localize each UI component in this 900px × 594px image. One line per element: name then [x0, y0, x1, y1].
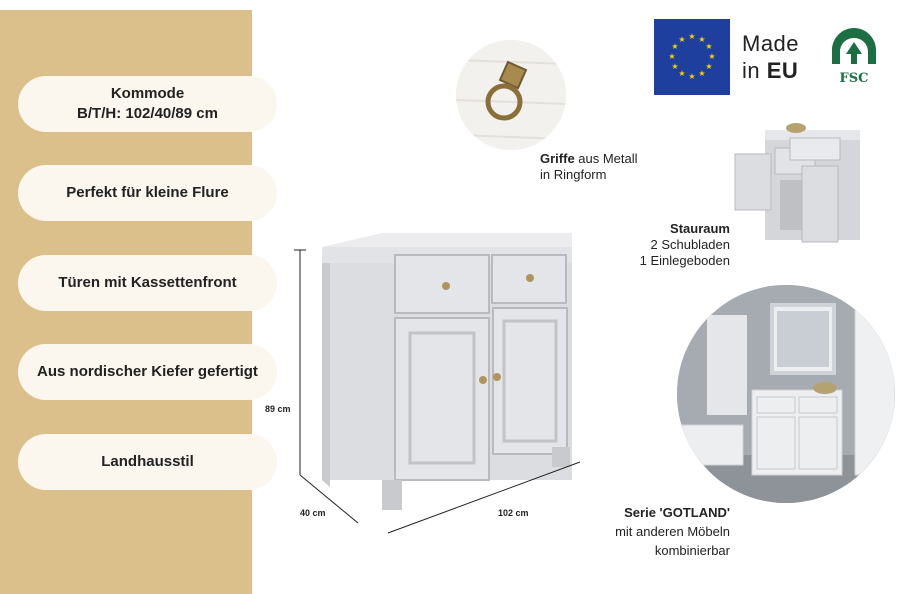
series-line-2: kombinierbar: [654, 543, 730, 558]
eu-text: EU: [766, 58, 799, 83]
depth-line: [299, 474, 359, 524]
svg-text:★: ★: [671, 62, 678, 71]
made-text: Made: [742, 31, 800, 56]
height-label: 89 cm: [265, 404, 291, 414]
svg-text:★: ★: [705, 62, 712, 71]
storage-caption: Stauraum 2 Schubladen 1 Einlegeboden: [600, 221, 730, 269]
feature-dimensions: B/T/H: 102/40/89 cm: [77, 105, 218, 122]
width-line: [387, 461, 581, 534]
feature-pill-style: Landhausstil: [18, 434, 277, 490]
svg-text:★: ★: [708, 52, 715, 61]
cabinet-side: [322, 263, 330, 487]
svg-text:★: ★: [671, 42, 678, 51]
series-caption: Serie 'GOTLAND' mit anderen Möbeln kombi…: [600, 503, 730, 560]
svg-text:★: ★: [688, 32, 695, 41]
storage-line-1: 2 Schubladen: [650, 237, 730, 252]
series-title: Serie 'GOTLAND': [624, 505, 730, 520]
drawer-knob-right: [526, 274, 534, 282]
feature-label: Perfekt für kleine Flure: [66, 184, 229, 201]
made-in-eu-label: Made in EU: [742, 30, 799, 84]
feature-pill-material: Aus nordischer Kiefer gefertigt: [18, 344, 277, 400]
door-knob-right: [493, 373, 501, 381]
storage-detail-image: [734, 123, 860, 243]
storage-title: Stauraum: [670, 221, 730, 236]
feature-pill-doors: Türen mit Kassettenfront: [18, 255, 277, 311]
svg-text:★: ★: [678, 69, 685, 78]
feature-title: Kommode: [110, 85, 185, 102]
door-right-panel: [502, 319, 558, 443]
cabinet-foot: [382, 480, 402, 510]
svg-text:★: ★: [688, 72, 695, 81]
fsc-text: FSC: [840, 71, 869, 86]
door-left-panel: [408, 331, 476, 465]
fsc-logo-icon: FSC: [832, 28, 876, 86]
svg-text:★: ★: [698, 69, 705, 78]
handle-caption: Griffe aus Metall in Ringform: [540, 151, 638, 183]
handle-detail-image: [456, 40, 566, 150]
series-room-image: [677, 285, 895, 503]
in-text: in: [742, 58, 761, 83]
depth-label: 40 cm: [300, 508, 326, 518]
handle-title: Griffe: [540, 151, 575, 166]
svg-text:★: ★: [678, 35, 685, 44]
cabinet-foot: [552, 447, 570, 467]
svg-text:★: ★: [698, 35, 705, 44]
series-line-1: mit anderen Möbeln: [615, 524, 730, 539]
feature-label: Landhausstil: [101, 453, 194, 470]
drawer-knob-left: [442, 282, 450, 290]
eu-flag-icon: ★★★ ★★★ ★★★ ★★★: [654, 19, 730, 95]
cabinet-top: [322, 233, 572, 247]
svg-text:★: ★: [705, 42, 712, 51]
drawer-left: [394, 254, 490, 314]
ring-handle-icon: [456, 40, 566, 150]
series-cabinet: [751, 389, 843, 476]
feature-pill-hallway: Perfekt für kleine Flure: [18, 165, 277, 221]
storage-line-2: 1 Einlegeboden: [639, 253, 730, 268]
handle-text: aus Metall: [574, 151, 638, 166]
width-label: 102 cm: [498, 508, 529, 518]
handle-text-2: in Ringform: [540, 167, 607, 182]
door-knob-left: [479, 376, 487, 384]
feature-label: Türen mit Kassettenfront: [58, 274, 237, 291]
feature-label: Aus nordischer Kiefer gefertigt: [37, 363, 258, 380]
feature-pill-dimensions: Kommode B/T/H: 102/40/89 cm: [18, 76, 277, 132]
svg-text:★: ★: [668, 52, 675, 61]
product-image: [294, 233, 581, 534]
